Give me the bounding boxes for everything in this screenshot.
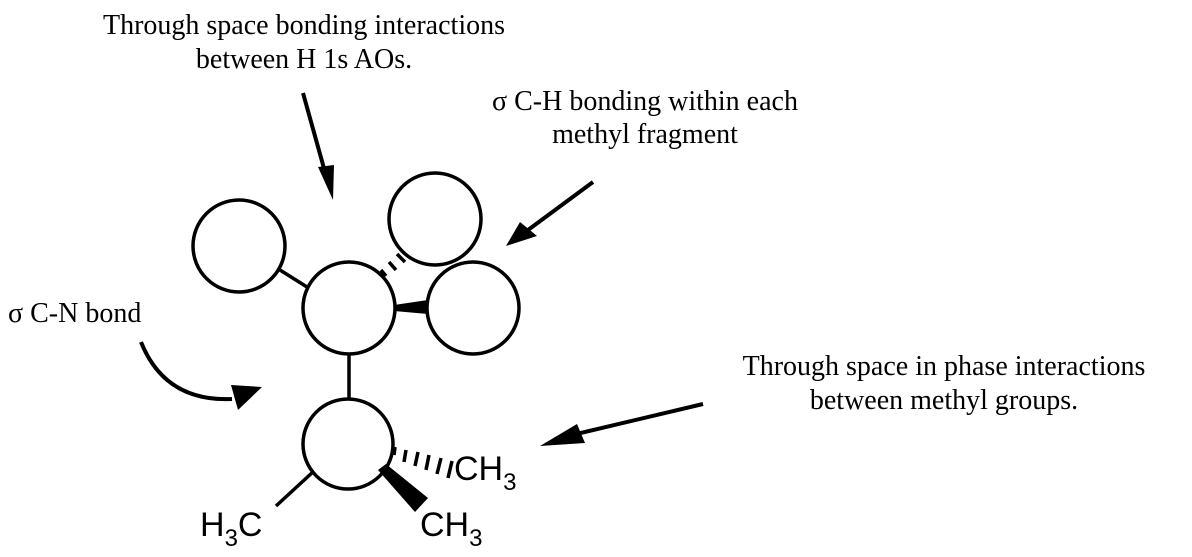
carbon-orbital xyxy=(301,260,397,356)
h-1s-orbital-back xyxy=(387,171,483,267)
bond-n-ch3-dashed xyxy=(392,446,454,479)
methyl-wedge-sub: 3 xyxy=(469,525,482,552)
methyl-left-post: C xyxy=(238,506,263,544)
methyl-left-pre: H xyxy=(200,506,225,544)
methyl-wedge-main: CH xyxy=(420,506,469,544)
bond-c-h-dashed xyxy=(379,252,407,278)
methyl-wedge-label: CH3 xyxy=(420,506,482,552)
methyl-dashed-label: CH3 xyxy=(454,450,516,496)
bond-n-ch3-left xyxy=(274,469,316,508)
nitrogen-orbital xyxy=(301,397,395,491)
label-in-phase-line2: between methyl groups. xyxy=(810,385,1078,416)
h-1s-orbital-left xyxy=(191,198,287,294)
methyl-dashed-main: CH xyxy=(454,450,503,488)
label-through-space-h1s-line1: Through space bonding interactions xyxy=(103,10,505,41)
label-in-phase-line1: Through space in phase interactions xyxy=(743,351,1146,382)
bond-c-h-wedge xyxy=(394,300,428,314)
methyl-dashed-sub: 3 xyxy=(503,469,516,496)
methyl-left-label: H3C xyxy=(200,506,262,552)
methyl-left-sub: 3 xyxy=(225,525,238,552)
bond-c-h-left xyxy=(279,268,308,289)
arrow-to-h1s-interaction xyxy=(301,92,334,200)
arrow-to-ch-bonding xyxy=(506,180,595,246)
h-1s-orbital-front xyxy=(425,260,521,356)
label-sigma-cn-bond: σ C-N bond xyxy=(8,298,141,329)
arrow-to-cn-bond xyxy=(139,341,262,410)
arrow-to-methyl-interaction xyxy=(540,402,704,446)
label-sigma-ch-line1: σ C-H bonding within each xyxy=(492,86,798,117)
label-through-space-h1s-line2: between H 1s AOs. xyxy=(196,44,412,75)
label-sigma-ch-line2: methyl fragment xyxy=(552,119,738,150)
bond-n-ch3-wedge xyxy=(378,464,428,512)
